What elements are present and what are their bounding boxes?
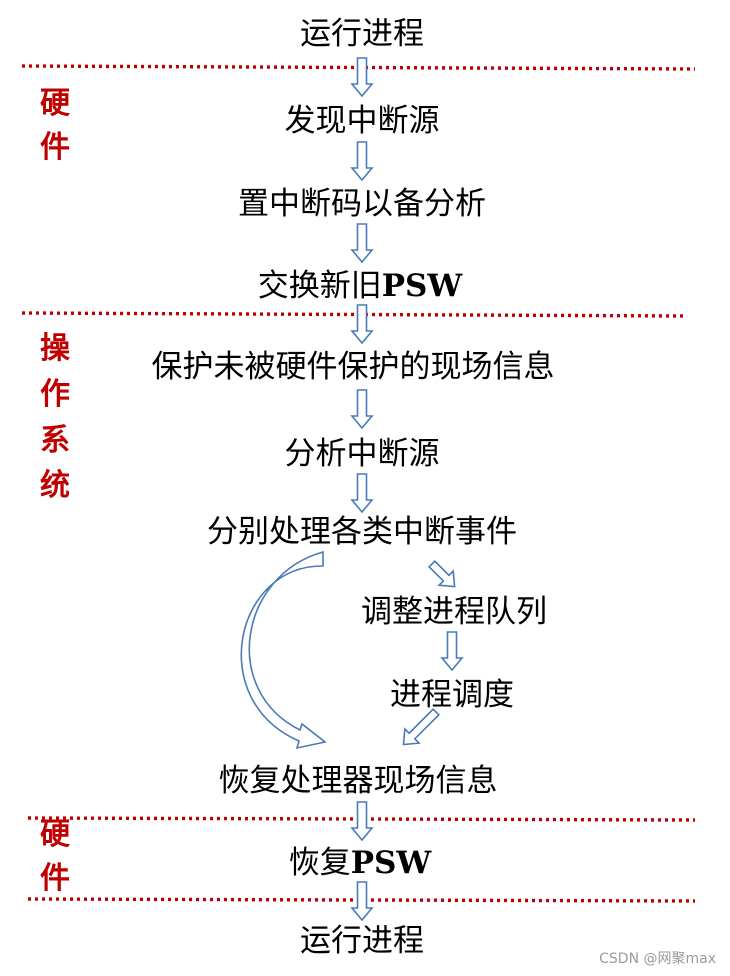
section-hardware-char-1: 硬 [40, 86, 71, 121]
curved-bypass-arrow [240, 550, 327, 750]
step-analyze-source: 分析中断源 [285, 436, 440, 472]
down-arrow-swap-to-save [350, 304, 374, 345]
step-swap-psw: 交换新旧PSW [258, 268, 464, 304]
step-save-context: 保护未被硬件保护的现场信息 [152, 349, 555, 385]
step-handle-events: 分别处理各类中断事件 [207, 514, 517, 550]
down-arrow-analyze-to-handle [350, 473, 374, 514]
section-os-char-3: 系 [40, 423, 70, 458]
step-swap-psw-bold: PSW [382, 268, 464, 304]
step-adjust-queue: 调整进程队列 [361, 594, 547, 630]
section-labels: 硬 件 操 作 系 统 硬 件 [40, 86, 71, 896]
step-swap-psw-text: 交换新旧 [258, 268, 382, 304]
watermark: CSDN @网聚max [599, 951, 716, 967]
down-arrow-restore-to-psw [350, 801, 374, 842]
section-hardware2-char-2: 件 [40, 861, 70, 896]
step-restore-psw-text: 恢复 [289, 845, 351, 881]
down-arrow-detect-to-code [350, 141, 374, 182]
step-set-interrupt-code: 置中断码以备分析 [238, 186, 486, 222]
divider-hardware-bottom [27, 897, 696, 903]
flow-steps: 运行进程 发现中断源 置中断码以备分析 交换新旧PSW 保护未被硬件保护的现场信… [152, 16, 555, 959]
section-os-char-1: 操 [40, 331, 71, 366]
down-arrow-code-to-swap [350, 223, 374, 264]
diagonal-arrow-to-restore-context [402, 708, 440, 746]
down-arrow-save-to-analyze [350, 389, 374, 430]
section-hardware-char-2: 件 [40, 130, 70, 165]
down-arrows [350, 57, 464, 922]
section-hardware2-char-1: 硬 [40, 817, 71, 852]
diagonal-arrow-to-adjust-queue [428, 560, 456, 588]
down-arrow-psw-to-run [350, 881, 374, 922]
diagonal-arrows [402, 560, 456, 746]
step-restore-psw: 恢复PSW [289, 845, 433, 881]
step-run-process-bottom: 运行进程 [300, 923, 424, 959]
curved-arrow-body [240, 550, 327, 750]
step-schedule-process: 进程调度 [390, 677, 514, 713]
step-run-process-top: 运行进程 [300, 16, 424, 52]
step-detect-interrupt: 发现中断源 [285, 103, 440, 139]
divider-os-hardware [27, 816, 696, 822]
section-os-char-2: 作 [40, 377, 70, 412]
down-arrow-run-to-detect [350, 57, 374, 98]
section-os-char-4: 统 [40, 468, 70, 503]
step-restore-psw-bold: PSW [351, 845, 433, 881]
down-arrow-queue-to-schedule [440, 631, 464, 672]
step-restore-context: 恢复处理器现场信息 [219, 763, 498, 799]
divider-hardware-os [21, 311, 687, 318]
